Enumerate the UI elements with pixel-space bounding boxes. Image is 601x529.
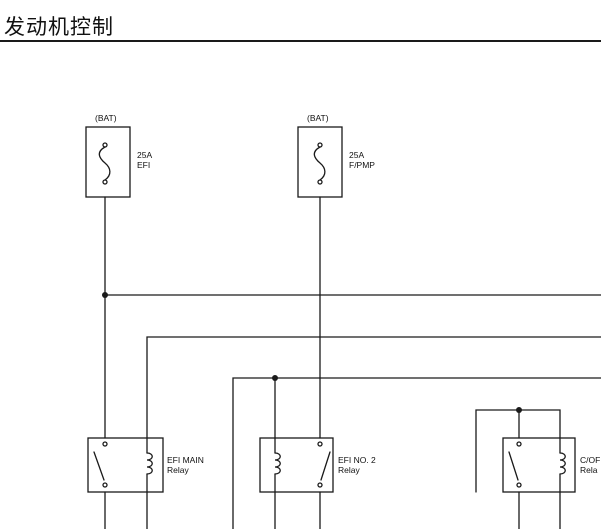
relay-efi-main-switch-arm: [93, 451, 105, 481]
fuse-fpmp-element: [313, 146, 326, 181]
relay-efi-no2-box: [259, 437, 334, 493]
page-header: 发动机控制: [0, 0, 601, 44]
fuse-fpmp: [297, 126, 343, 198]
header-rule: [0, 40, 601, 42]
page-title: 发动机控制: [4, 15, 114, 39]
relay-efi-no2-contact-top: [317, 441, 323, 447]
fuse-fpmp-box: [297, 126, 343, 198]
junction-dot-efi-bus: [102, 292, 108, 298]
wires: [104, 196, 601, 529]
relay-copn-label-line2: Rela: [580, 465, 598, 475]
relay-copn-contact-bottom: [516, 482, 522, 488]
relay-copn-box: [502, 437, 576, 493]
junction-dot-copn: [516, 407, 522, 413]
fuse-efi-source-label: (BAT): [95, 113, 117, 123]
relay-copn-switch-arm: [508, 451, 519, 481]
fuse-fpmp-source-label: (BAT): [307, 113, 329, 123]
relay-copn-coil: [559, 452, 566, 475]
relay-efi-main-coil: [146, 452, 153, 475]
relay-copn-contact-top: [516, 441, 522, 447]
fuse-efi-name-label: EFI: [137, 160, 150, 170]
fuse-fpmp-name-label: F/PMP: [349, 160, 375, 170]
fuse-fpmp-rating-label: 25A: [349, 150, 364, 160]
relay-efi-no2-switch-arm: [320, 451, 331, 481]
relay-efi-no2-label-line1: EFI NO. 2: [338, 455, 376, 465]
fuse-efi-element: [98, 146, 111, 181]
fuse-efi: [85, 126, 131, 198]
relay-copn-label-line1: C/OF: [580, 455, 600, 465]
fuse-efi-box: [85, 126, 131, 198]
relay-efi-main-label-line2: Relay: [167, 465, 189, 475]
relay-efi-no2-label-line2: Relay: [338, 465, 360, 475]
junction-dot-third-bus: [272, 375, 278, 381]
fuse-efi-rating-label: 25A: [137, 150, 152, 160]
wire-bus-third: [232, 377, 601, 529]
relay-copn: [502, 437, 576, 493]
relay-efi-main-contact-bottom: [102, 482, 108, 488]
relay-efi-no2: [259, 437, 334, 493]
relay-efi-no2-contact-bottom: [317, 482, 323, 488]
relay-efi-no2-coil: [274, 452, 281, 475]
wire-bus-second: [146, 336, 601, 439]
relay-efi-main-label-line1: EFI MAIN: [167, 455, 204, 465]
relay-efi-main-contact-top: [102, 441, 108, 447]
relay-efi-main: [87, 437, 164, 493]
relay-efi-main-box: [87, 437, 164, 493]
